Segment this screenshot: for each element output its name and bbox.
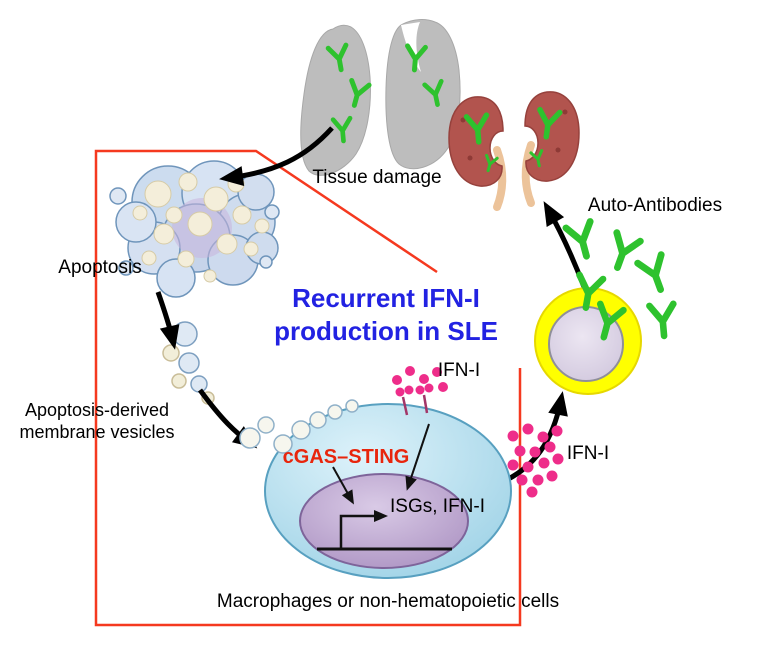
- label-macrophages: Macrophages or non-hematopoietic cells: [216, 591, 560, 612]
- cell-nucleus: [299, 473, 469, 569]
- ifn-receptors: [401, 394, 429, 416]
- label-apoptosis: Apoptosis: [58, 257, 142, 278]
- ureter-left: [493, 146, 507, 211]
- label-isgs-ifn: ISGs, IFN-I: [390, 496, 485, 517]
- ifn-dots-secreted: [507, 423, 564, 498]
- label-cgas-sting: cGAS–STING: [282, 446, 410, 468]
- title-line1: Recurrent IFN-I: [292, 283, 480, 313]
- engulfed-vesicles: [239, 399, 359, 454]
- transcription-arrow: [339, 510, 388, 549]
- ureter-right: [521, 141, 535, 207]
- red-callout-frame: [94, 149, 522, 627]
- label-membrane-vesicles: Apoptosis-derived membrane vesicles: [19, 399, 174, 443]
- arrow-tissue-to-apoptosis: [219, 126, 334, 187]
- lungs-illustration: [300, 19, 461, 176]
- label-auto-antibodies: Auto-Antibodies: [587, 195, 723, 216]
- kidneys-illustration: [448, 91, 580, 211]
- label-tissue-damage: Tissue damage: [312, 167, 442, 188]
- kidney-right: [524, 91, 580, 182]
- arrow-receptor-to-nucleus: [405, 423, 430, 491]
- apoptotic-cell-cluster: [109, 160, 280, 298]
- page-title: Recurrent IFN-I production in SLE: [274, 282, 498, 348]
- label-membrane-vesicles-line1: Apoptosis-derived: [24, 400, 170, 420]
- arrow-cgas-to-nucleus: [332, 466, 354, 505]
- title-line2: production in SLE: [274, 316, 498, 346]
- label-membrane-vesicles-line2: membrane vesicles: [19, 422, 175, 442]
- macrophage-cell: [239, 366, 512, 579]
- label-ifn-secreted: IFN-I: [566, 443, 610, 464]
- arrow-apoptosis-to-vesicles: [155, 291, 180, 350]
- ifn-dots-at-receptor: [392, 366, 448, 397]
- label-ifn-above-cell: IFN-I: [437, 360, 481, 381]
